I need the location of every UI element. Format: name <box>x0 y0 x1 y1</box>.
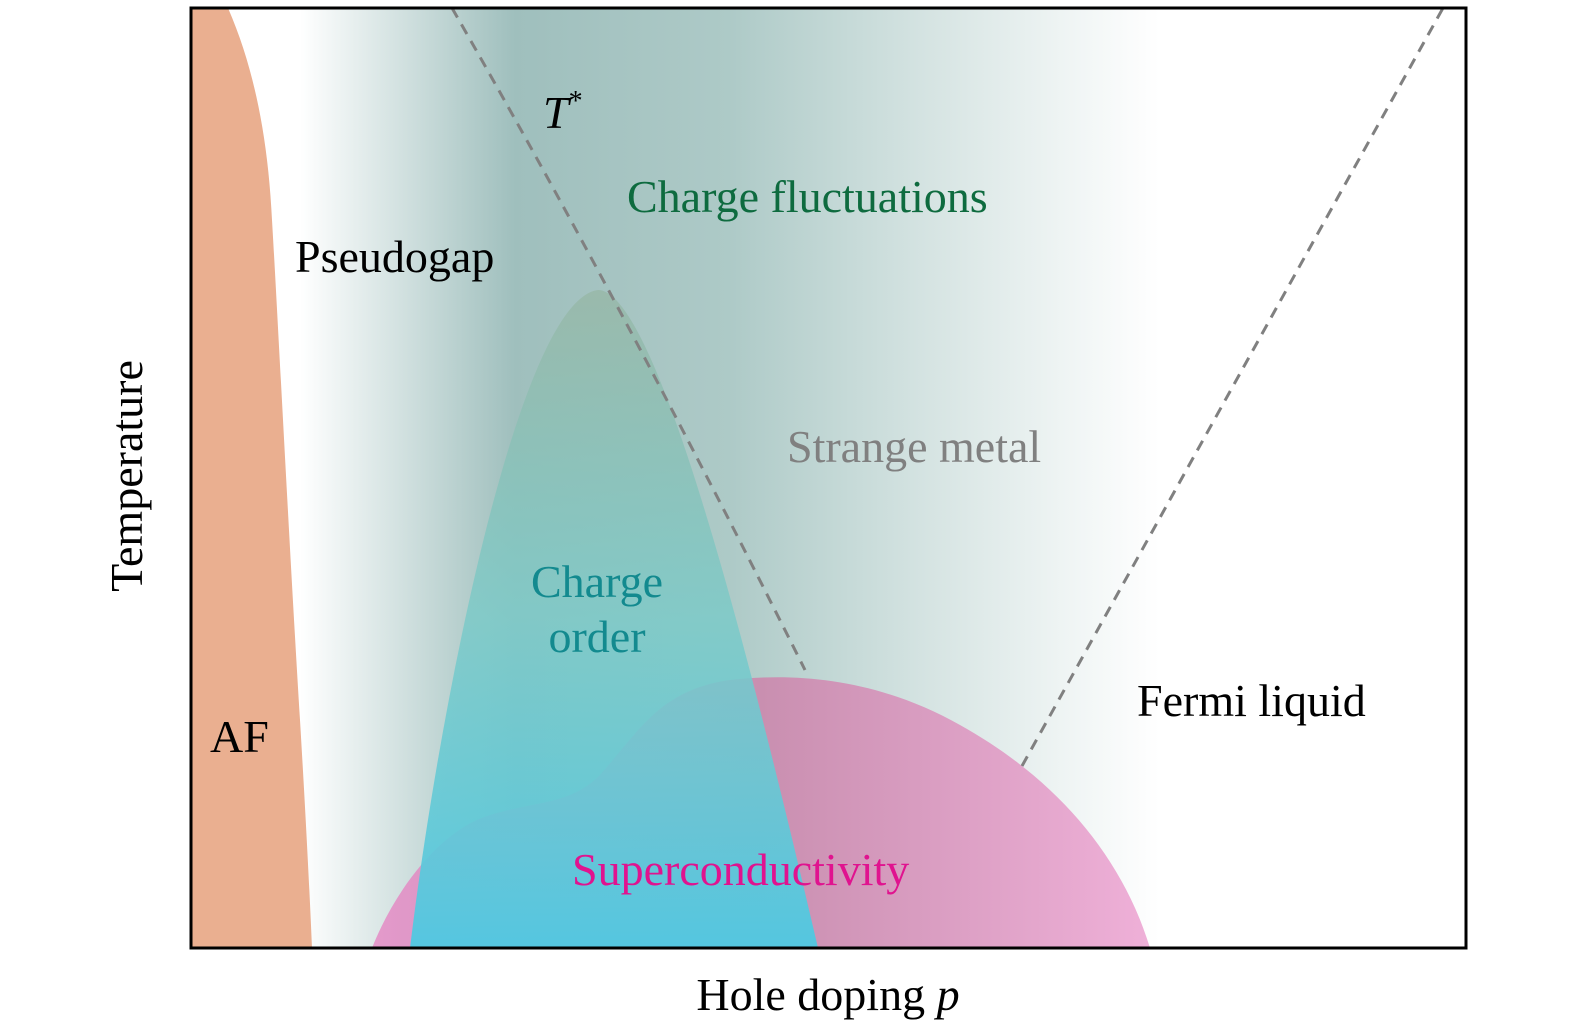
charge-order-label-line1: Charge <box>531 556 663 607</box>
fermi-liquid-crossover-line <box>1020 8 1445 767</box>
y-axis-label: Temperature <box>101 360 152 592</box>
plot-frame <box>189 6 1468 950</box>
fermi-liquid-label: Fermi liquid <box>1137 675 1366 726</box>
pseudogap-label: Pseudogap <box>295 231 494 282</box>
strange-metal-label: Strange metal <box>787 421 1041 472</box>
tstar-line <box>450 8 807 671</box>
charge-order-region <box>410 290 818 948</box>
af-label: AF <box>210 711 269 762</box>
charge-fluctuations-label: Charge fluctuations <box>627 171 988 222</box>
af-region <box>191 8 312 948</box>
x-axis-label: Hole doping p <box>696 969 959 1020</box>
tstar-label: T* <box>543 86 583 138</box>
charge-order-label-line2: order <box>548 611 645 662</box>
superconductivity-label: Superconductivity <box>572 844 909 895</box>
